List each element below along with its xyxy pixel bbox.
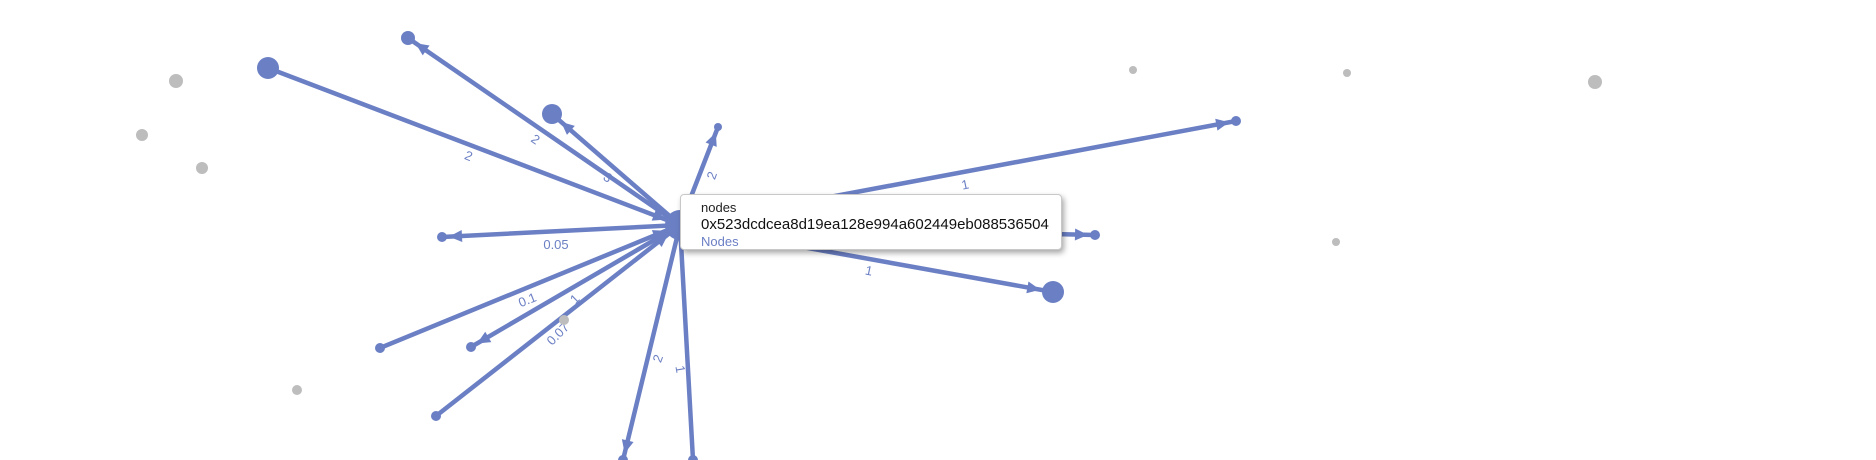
node-10[interactable] (431, 411, 441, 421)
node-8[interactable] (375, 343, 385, 353)
node-inactive-2[interactable] (196, 162, 208, 174)
edge-arrow-6 (1026, 281, 1041, 294)
node-5[interactable] (1090, 230, 1100, 240)
edge-label-1: 2 (528, 131, 543, 147)
node-inactive-7[interactable] (1588, 75, 1602, 89)
edge-arrow-7 (448, 230, 463, 242)
edge-1[interactable] (405, 35, 683, 228)
edge-arrow-3 (705, 132, 717, 147)
node-1[interactable] (401, 31, 415, 45)
edge-arrow-11 (621, 439, 634, 454)
node-2[interactable] (542, 104, 562, 124)
edge-arrow-5 (1074, 228, 1089, 241)
node-inactive-8[interactable] (1332, 238, 1340, 246)
node-0[interactable] (257, 57, 279, 79)
edge-label-5: 0.1 (516, 289, 538, 310)
edge-7[interactable] (439, 222, 683, 240)
node-inactive-1[interactable] (136, 129, 148, 141)
node-12[interactable] (688, 455, 698, 460)
edge-9[interactable] (468, 222, 683, 350)
edge-label-9: 1 (672, 364, 688, 374)
edge-2[interactable] (549, 111, 683, 228)
node-inactive-4[interactable] (559, 315, 569, 325)
edge-0[interactable] (265, 65, 683, 228)
node-6[interactable] (1042, 281, 1064, 303)
node-tooltip: nodes 0x523dcdcea8d19ea128e994a602449eb0… (680, 194, 1062, 250)
edge-11[interactable] (620, 222, 683, 460)
edge-label-7: 0.07 (544, 320, 573, 349)
edge-label-3: 2 (703, 169, 720, 181)
edge-arrow-9 (477, 331, 492, 344)
edge-label-11: 1 (864, 263, 874, 279)
edge-arrow-1 (415, 43, 430, 56)
edge-label-10: 1 (960, 177, 970, 193)
node-4[interactable] (1231, 116, 1241, 126)
node-9[interactable] (466, 342, 476, 352)
tooltip-type: nodes (701, 200, 737, 215)
edge-label-4: 0.05 (543, 237, 568, 252)
edge-label-0: 2 (463, 148, 475, 165)
edge-arrow-2 (561, 121, 575, 135)
node-7[interactable] (437, 232, 447, 242)
node-inactive-3[interactable] (292, 385, 302, 395)
edge-12[interactable] (677, 222, 696, 460)
node-inactive-5[interactable] (1129, 66, 1137, 74)
tooltip-group: Nodes (701, 234, 739, 249)
edge-label-8: 2 (649, 352, 666, 364)
node-inactive-6[interactable] (1343, 69, 1351, 77)
edge-arrow-10 (654, 234, 669, 247)
edge-8[interactable] (377, 222, 683, 351)
node-3[interactable] (714, 123, 722, 131)
tooltip-node-id: 0x523dcdcea8d19ea128e994a602449eb0885365… (701, 216, 1049, 233)
edge-10[interactable] (433, 222, 683, 419)
edge-arrow-0 (651, 209, 666, 221)
edge-arrow-4 (1215, 118, 1230, 131)
node-inactive-0[interactable] (169, 74, 183, 88)
node-11[interactable] (618, 455, 628, 460)
